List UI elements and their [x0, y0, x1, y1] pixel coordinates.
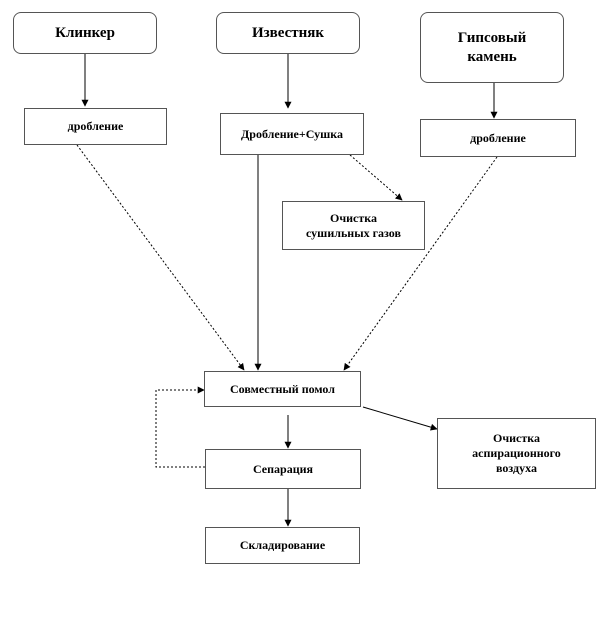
node-crushing-gypsum-label: дробление — [470, 130, 526, 145]
arrow-separation-recycle-to-grinding — [155, 386, 205, 468]
node-crushing-drying: Дробление+Сушка — [220, 113, 364, 155]
node-crushing-drying-label: Дробление+Сушка — [241, 126, 343, 141]
node-aspiration-cleaning: Очистка аспирационного воздуха — [437, 418, 596, 489]
node-separation-label: Сепарация — [252, 461, 314, 476]
node-clinker-label: Клинкер — [55, 24, 115, 41]
node-clinker: Клинкер — [13, 12, 157, 54]
node-crushing-clinker-label: дробление — [67, 119, 124, 133]
arrow-grinding-to-aspiration-cleaning — [362, 406, 438, 431]
node-dry-gas-cleaning-label: Очистка сушильных газов — [306, 210, 401, 240]
node-limestone: Известняк — [216, 12, 360, 54]
arrow-crush-dry-to-gas-cleaning — [349, 154, 403, 201]
node-gypsum-label: Гипсовый камень — [457, 29, 527, 65]
node-storage: Складирование — [205, 527, 360, 564]
node-storage-label: Складирование — [239, 538, 326, 552]
node-crushing-clinker: дробление — [24, 108, 167, 145]
node-joint-grinding-label: Совместный помол — [230, 381, 335, 396]
node-dry-gas-cleaning: Очистка сушильных газов — [282, 201, 425, 250]
node-gypsum: Гипсовый камень — [420, 12, 564, 83]
arrow-gypsum-crushing-to-grinding — [343, 156, 498, 371]
node-crushing-gypsum: дробление — [420, 119, 576, 157]
node-separation: Сепарация — [205, 449, 361, 489]
node-aspiration-cleaning-label: Очистка аспирационного воздуха — [472, 431, 561, 475]
node-joint-grinding: Совместный помол — [204, 371, 361, 407]
arrow-crushing-to-grinding — [76, 144, 245, 371]
node-limestone-label: Известняк — [251, 24, 325, 41]
